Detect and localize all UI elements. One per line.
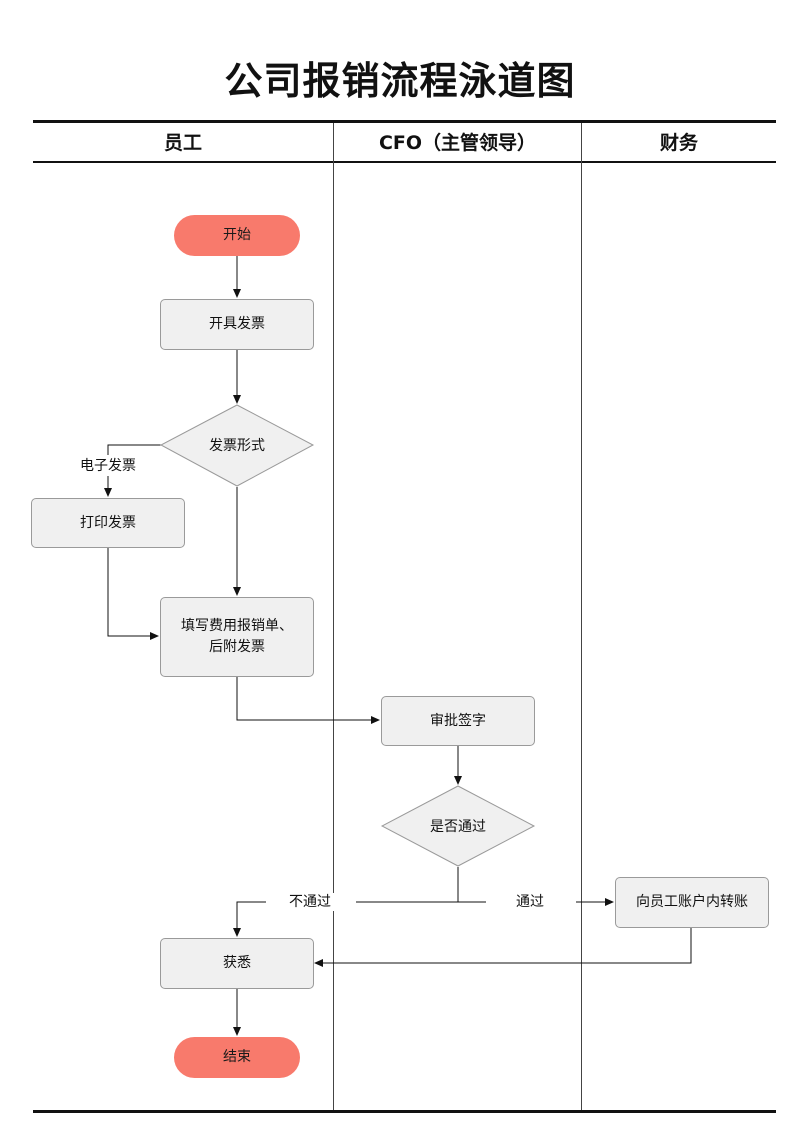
header-bottom-border <box>33 161 776 163</box>
header-top-border <box>33 120 776 123</box>
fill-form-line2: 后附发票 <box>209 639 265 655</box>
start-node: 开始 <box>174 215 300 256</box>
edge-transfer-to-notified <box>314 928 692 967</box>
edge-not-approved-to-notified <box>233 901 266 937</box>
lane-divider-1 <box>333 123 334 1110</box>
end-node: 结束 <box>174 1037 300 1078</box>
decision-is-approved-shape <box>380 785 536 867</box>
lane-header-cfo: CFO（主管领导） <box>378 132 537 154</box>
notified-node: 获悉 <box>160 938 314 989</box>
decision-invoice-form-shape <box>159 404 315 487</box>
lane-divider-2 <box>581 123 582 1110</box>
lane-header-finance: 财务 <box>659 132 698 154</box>
fill-expense-form-node: 填写费用报销单、 后附发票 <box>160 597 314 677</box>
approved-label: 通过 <box>490 893 570 911</box>
print-invoice-node: 打印发票 <box>31 498 185 548</box>
edge-fill-to-approve <box>236 677 380 724</box>
is-approved-decision-label: 是否通过 <box>430 819 486 835</box>
transfer-node: 向员工账户内转账 <box>615 877 769 928</box>
lane-header-employee: 员工 <box>163 132 202 154</box>
invoice-form-decision-label: 发票形式 <box>209 438 265 454</box>
not-approved-label: 不通过 <box>268 893 352 911</box>
edge-print-to-fill <box>107 548 159 640</box>
approve-sign-node: 审批签字 <box>381 696 535 746</box>
diagram-bottom-border <box>33 1110 776 1113</box>
fill-form-line1: 填写费用报销单、 <box>181 618 293 634</box>
edge-decision-to-print <box>107 444 161 455</box>
issue-invoice-node: 开具发票 <box>160 299 314 350</box>
page-title: 公司报销流程泳道图 <box>224 59 576 103</box>
electronic-invoice-label: 电子发票 <box>74 457 142 475</box>
